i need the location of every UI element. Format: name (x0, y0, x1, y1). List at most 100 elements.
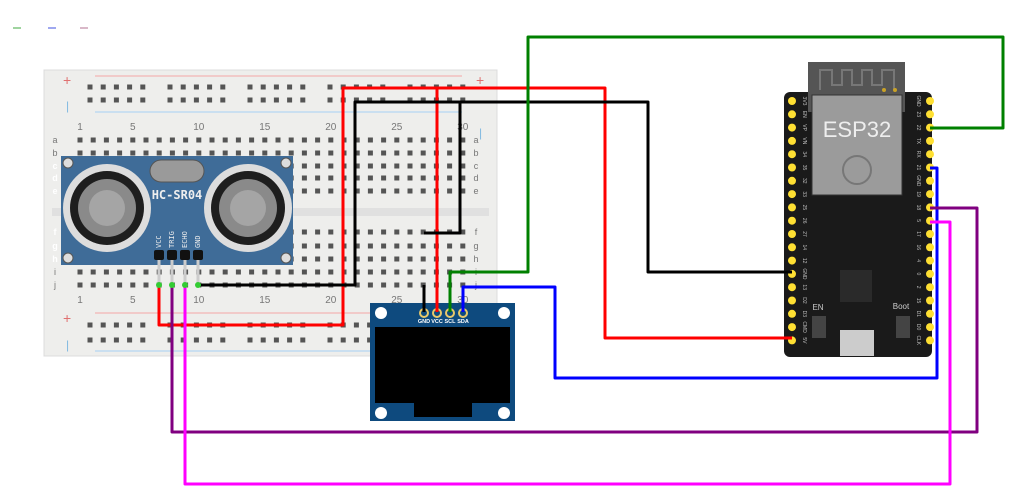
row-letter: a (52, 135, 57, 145)
breadboard-hole (420, 163, 426, 169)
breadboard-hole (394, 137, 400, 143)
breadboard-hole (367, 256, 373, 262)
rail-hole (127, 84, 133, 90)
rail-hole (300, 84, 306, 90)
breadboard-hole (447, 188, 453, 194)
esp32-pin-left (788, 296, 796, 305)
row-letter: h (52, 254, 58, 264)
breadboard-hole (130, 137, 136, 143)
breadboard-hole (394, 243, 400, 249)
esp32-pin-label: 15 (915, 298, 921, 304)
esp32-pin-label: D3 (801, 311, 807, 318)
wire-scl-to-22 (448, 35, 1005, 312)
rail-hole (140, 337, 146, 343)
rail-hole (380, 97, 386, 103)
esp32-pin-label: EN (801, 111, 807, 118)
breadboard-hole (354, 188, 360, 194)
breadboard-hole (301, 229, 307, 235)
esp32-pin-left (788, 190, 796, 199)
column-number: 30 (457, 122, 469, 133)
esp32-pin-label: 19 (915, 191, 921, 197)
breadboard-hole (90, 150, 96, 156)
rail-hole (207, 97, 213, 103)
row-letter: f (475, 227, 478, 237)
breadboard-hole (315, 256, 321, 262)
esp32-pin-label: 0 (915, 273, 921, 276)
rail-hole (327, 97, 333, 103)
esp32-pin-right (926, 230, 934, 238)
column-number: 25 (391, 295, 403, 306)
breadboard-hole (262, 269, 268, 275)
breadboard-hole (407, 282, 413, 288)
rail-hole (167, 97, 173, 103)
breadboard-hole (407, 188, 413, 194)
rail-hole (180, 337, 186, 343)
breadboard-hole (328, 269, 334, 275)
breadboard-hole (315, 229, 321, 235)
breadboard-hole (315, 243, 321, 249)
boot-button (896, 316, 910, 338)
oled-pin-label: SDA (457, 319, 469, 325)
breadboard-hole (143, 282, 149, 288)
rail-hole (367, 97, 373, 103)
breadboard-hole (394, 188, 400, 194)
rail-hole (113, 337, 119, 343)
rail-hole (407, 97, 413, 103)
mounting-hole (498, 307, 510, 319)
breadboard-hole (447, 137, 453, 143)
breadboard-hole (381, 137, 387, 143)
pin-label: VCC (155, 235, 163, 248)
breadboard-hole (301, 188, 307, 194)
breadboard-hole (460, 229, 466, 235)
usb-chip (840, 270, 872, 302)
row-letter: g (473, 241, 478, 251)
esp32-pin-left (788, 230, 796, 238)
breadboard-hole (328, 256, 334, 262)
esp32-pin-label: 4 (915, 259, 921, 262)
rail-hole (193, 337, 199, 343)
marker (13, 27, 21, 29)
rail-hole (273, 84, 279, 90)
rail-hole (127, 97, 133, 103)
breadboard-hole (420, 243, 426, 249)
breadboard-hole (354, 256, 360, 262)
esp32-pin-right (926, 296, 934, 305)
row-letter: j (53, 280, 56, 290)
esp32-pin-right (926, 256, 934, 265)
rail-hole (247, 97, 253, 103)
row-letter: a (473, 135, 478, 145)
esp32-pin-label: 25 (801, 205, 807, 211)
esp32-module (811, 94, 903, 196)
oled-pin-label: VCC (431, 319, 443, 325)
rail-hole (220, 97, 226, 103)
pin-label: ECHO (181, 231, 189, 248)
breadboard-hole (328, 163, 334, 169)
breadboard-hole (315, 175, 321, 181)
esp32-pin-right (926, 283, 934, 292)
connection-point (169, 282, 175, 288)
connection-point (195, 282, 201, 288)
rail-hole (340, 337, 346, 343)
rail-hole (220, 84, 226, 90)
antenna-pad (882, 88, 886, 92)
column-number: 20 (325, 122, 337, 133)
column-number: 15 (259, 122, 271, 133)
rail-hole (113, 97, 119, 103)
esp32-pin-label: D1 (915, 311, 921, 318)
rail-hole (353, 97, 359, 103)
esp32-pin-left (788, 283, 796, 292)
transducer-mesh (230, 190, 266, 226)
pin-leg (157, 260, 161, 285)
marker (80, 27, 88, 29)
oled-screen (375, 327, 510, 403)
breadboard-hole (77, 150, 83, 156)
breadboard-hole (354, 282, 360, 288)
breadboard-hole (420, 256, 426, 262)
rail-hole (260, 97, 266, 103)
breadboard-hole (460, 188, 466, 194)
breadboard-hole (407, 150, 413, 156)
breadboard-hole (381, 188, 387, 194)
breadboard-hole (420, 137, 426, 143)
breadboard-hole (288, 137, 294, 143)
